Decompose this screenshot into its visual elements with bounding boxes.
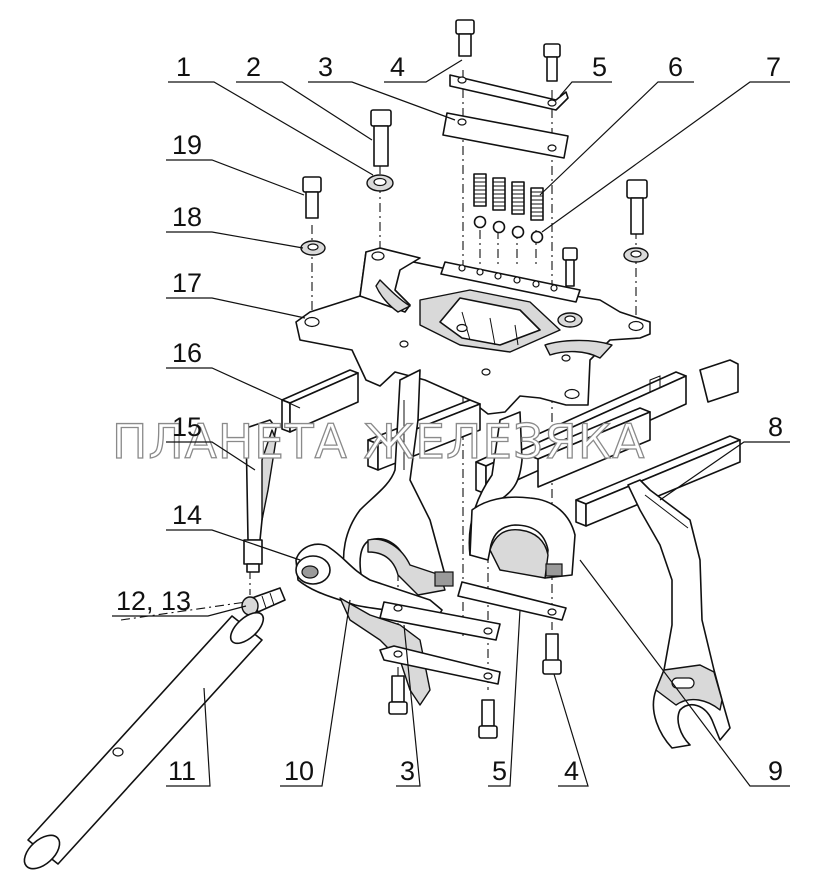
detent-springs xyxy=(473,173,544,221)
callout-4-top: 4 xyxy=(390,52,405,82)
bolt-5-top xyxy=(543,43,561,82)
callout-3-bottom: 3 xyxy=(400,756,415,786)
callout-6: 6 xyxy=(668,52,683,82)
washer-right xyxy=(623,247,649,263)
lock-plate-5-top xyxy=(449,74,569,111)
callout-4-bottom: 4 xyxy=(564,756,579,786)
shaft-11 xyxy=(23,611,265,870)
bolt-19 xyxy=(302,176,322,219)
shift-fork-8 xyxy=(627,479,731,749)
lock-plate-5-mid xyxy=(457,581,567,621)
bolt-bottom-right xyxy=(478,699,498,739)
bolt-4-top xyxy=(455,19,475,57)
bolt-4-bottom xyxy=(542,633,562,675)
washer-18 xyxy=(300,240,326,256)
plate-3-top xyxy=(442,112,569,159)
callout-1: 1 xyxy=(176,52,191,82)
callout-16: 16 xyxy=(172,338,202,368)
plate-3-bottom xyxy=(379,601,501,641)
shift-fork-center xyxy=(468,411,576,579)
callout-11: 11 xyxy=(168,756,196,786)
grease-fitting-12-13 xyxy=(241,587,286,616)
callout-9: 9 xyxy=(768,756,783,786)
callout-12-13: 12, 13 xyxy=(116,586,191,616)
callout-5-top: 5 xyxy=(592,52,607,82)
callout-18: 18 xyxy=(172,202,202,232)
bolt-2 xyxy=(370,109,392,167)
bolt-small-center xyxy=(562,247,578,287)
cover-housing-17 xyxy=(295,247,651,415)
shift-fork-left xyxy=(342,369,454,596)
shift-rail-5 xyxy=(527,407,651,488)
callout-14: 14 xyxy=(172,500,202,530)
callout-5-bottom: 5 xyxy=(492,756,507,786)
callout-15: 15 xyxy=(172,412,202,442)
callout-10: 10 xyxy=(284,756,314,786)
callout-7: 7 xyxy=(766,52,781,82)
bolt-bottom-left xyxy=(388,675,408,715)
lever-15 xyxy=(243,419,277,573)
callout-19: 19 xyxy=(172,130,202,160)
callout-3-top: 3 xyxy=(318,52,333,82)
callout-2: 2 xyxy=(246,52,261,82)
callout-labels: 1 2 3 4 5 6 7 19 18 17 16 15 14 12, 13 8… xyxy=(116,52,783,786)
callout-8: 8 xyxy=(768,412,783,442)
callout-17: 17 xyxy=(172,268,202,298)
shift-rail-4 xyxy=(547,359,741,527)
lock-plate-5-bottom xyxy=(379,645,501,685)
washer-1 xyxy=(366,174,394,192)
callout-leaders xyxy=(112,59,790,787)
detent-balls xyxy=(473,215,544,244)
bolt-right xyxy=(626,179,648,235)
